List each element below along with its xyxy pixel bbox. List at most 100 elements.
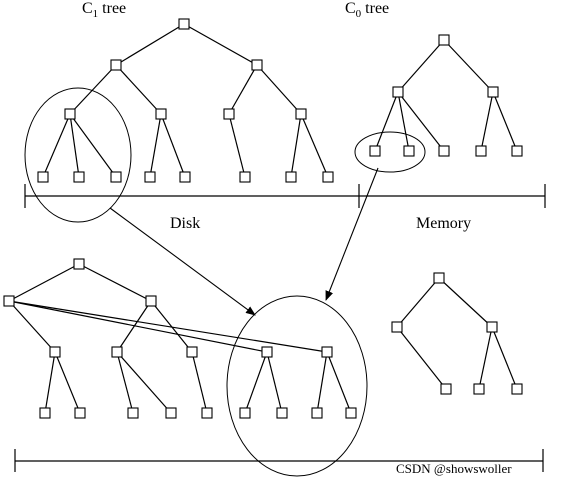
- tree-node: [201, 407, 213, 419]
- tree-edge: [8, 263, 80, 302]
- tree-node: [261, 346, 273, 358]
- tree-node: [295, 108, 307, 120]
- tree-edge: [443, 39, 494, 93]
- tree-edge: [397, 91, 445, 152]
- tree-edge: [150, 300, 193, 353]
- tree-edge: [69, 113, 80, 178]
- tree-edge: [69, 64, 117, 115]
- tree-node: [438, 34, 450, 46]
- tree-edge: [115, 23, 185, 66]
- tree-node: [64, 108, 76, 120]
- tree-edge: [300, 113, 329, 178]
- tree-edge: [228, 64, 258, 115]
- tree-edge: [396, 326, 447, 390]
- c0-tree-label: C0 tree: [345, 0, 389, 20]
- tree-node: [165, 407, 177, 419]
- tree-edge: [149, 113, 162, 178]
- disk-label: Disk: [170, 215, 200, 232]
- tree-edge: [480, 91, 494, 152]
- tree-node: [511, 145, 523, 157]
- tree-edge: [492, 91, 518, 152]
- tree-node: [178, 18, 190, 30]
- tree-edge: [116, 351, 172, 414]
- disk-to-merge-arrow: [109, 207, 256, 316]
- tree-node: [74, 407, 86, 419]
- tree-edge: [266, 351, 283, 414]
- watermark: CSDN @showswoller: [396, 461, 512, 476]
- tree-node: [311, 407, 323, 419]
- tree-edge: [115, 64, 162, 115]
- tree-edge: [54, 351, 81, 414]
- tree-node: [276, 407, 288, 419]
- tree-node: [433, 272, 445, 284]
- tree-node: [392, 86, 404, 98]
- tree-node: [179, 171, 191, 183]
- tree-node: [73, 171, 85, 183]
- tree-node: [239, 407, 251, 419]
- tree-edge: [116, 351, 134, 414]
- tree-node: [110, 59, 122, 71]
- tree-edge: [116, 300, 152, 353]
- tree-node: [321, 346, 333, 358]
- tree-edge: [256, 64, 302, 115]
- c1-tree-label: C1 tree: [82, 0, 126, 20]
- tree-edge: [8, 300, 268, 353]
- tree-edge: [69, 113, 117, 178]
- tree-node: [239, 171, 251, 183]
- tree-node: [391, 321, 403, 333]
- tree-edge: [491, 326, 518, 390]
- tree-node: [73, 258, 85, 270]
- tree-edge: [374, 91, 399, 152]
- tree-node: [251, 59, 263, 71]
- tree-edge: [397, 39, 445, 93]
- tree-node: [369, 145, 381, 157]
- tree-edge: [326, 351, 352, 414]
- tree-node: [3, 295, 15, 307]
- tree-node: [110, 171, 122, 183]
- tree-edge: [316, 351, 328, 414]
- c0-leaf-pair-ellipse: [354, 131, 426, 173]
- tree-node: [473, 383, 485, 395]
- memory-label: Memory: [416, 215, 471, 232]
- tree-node: [127, 407, 139, 419]
- tree-edge: [78, 263, 152, 302]
- tree-edge: [42, 113, 71, 178]
- tree-edge: [160, 113, 186, 178]
- tree-edge: [290, 113, 302, 178]
- tree-node: [144, 171, 156, 183]
- tree-edge: [397, 91, 410, 152]
- tree-edge: [8, 300, 56, 353]
- tree-edge: [396, 277, 440, 328]
- tree-node: [403, 145, 415, 157]
- tree-edge: [438, 277, 493, 328]
- tree-node: [322, 171, 334, 183]
- tree-node: [111, 346, 123, 358]
- tree-node: [155, 108, 167, 120]
- tree-node: [511, 383, 523, 395]
- memory-to-merge-arrow: [325, 167, 379, 301]
- tree-node: [186, 346, 198, 358]
- tree-node: [475, 145, 487, 157]
- tree-node: [39, 407, 51, 419]
- tree-node: [487, 86, 499, 98]
- tree-edge: [44, 351, 56, 414]
- tree-node: [438, 145, 450, 157]
- tree-edge: [244, 351, 268, 414]
- tree-node: [37, 171, 49, 183]
- tree-node: [440, 383, 452, 395]
- tree-node: [486, 321, 498, 333]
- tree-edge: [183, 23, 258, 66]
- merge-target-ellipse: [226, 295, 368, 477]
- tree-edge: [8, 300, 328, 353]
- tree-edge: [478, 326, 493, 390]
- tree-node: [145, 295, 157, 307]
- tree-edge: [228, 113, 246, 178]
- bottom-axis: [14, 449, 544, 472]
- tree-node: [49, 346, 61, 358]
- top-axis: [24, 184, 546, 208]
- tree-node: [345, 407, 357, 419]
- tree-node: [285, 171, 297, 183]
- tree-node: [223, 108, 235, 120]
- c1-subtree-ellipse-top: [24, 87, 132, 223]
